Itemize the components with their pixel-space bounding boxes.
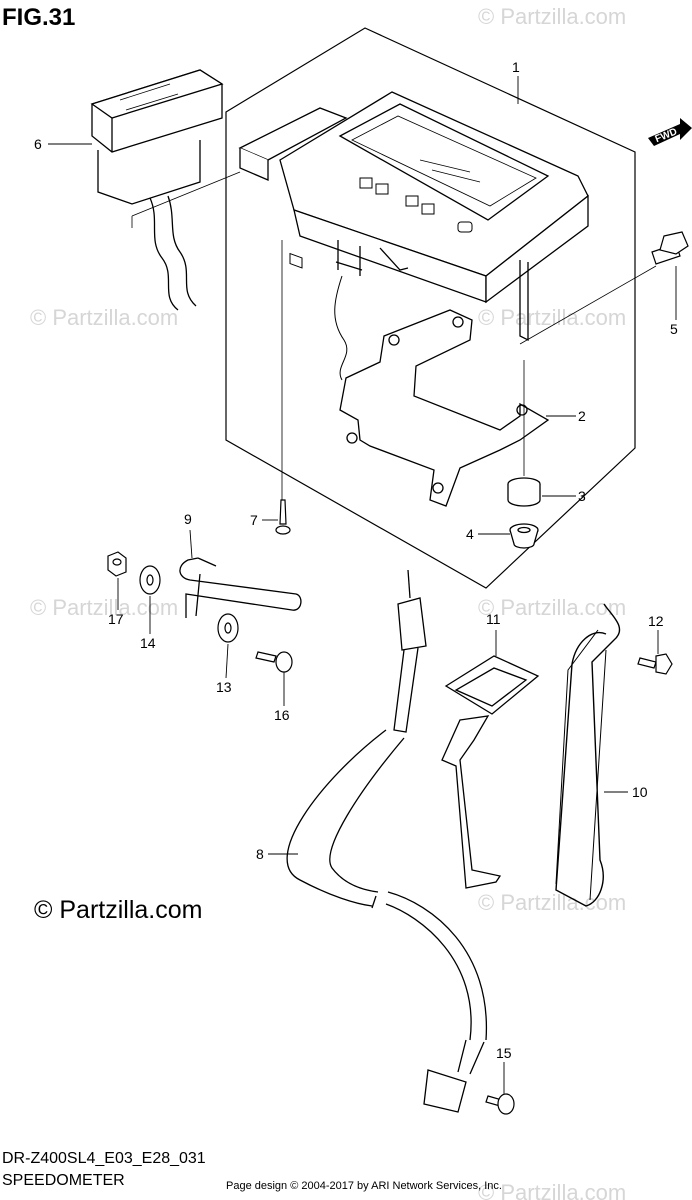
button-icons — [289, 177, 473, 269]
callout-12: 12 — [648, 613, 664, 629]
watermark: © Partzilla.com — [30, 305, 178, 330]
callout-3: 3 — [578, 488, 586, 504]
callout-10: 10 — [632, 784, 648, 800]
page-name: SPEEDOMETER — [2, 1172, 125, 1189]
callout-11: 11 — [486, 611, 501, 627]
grommet-part — [507, 477, 541, 507]
callout-14: 14 — [140, 635, 156, 651]
callout-16: 16 — [274, 707, 290, 723]
watermark: © Partzilla.com — [478, 305, 626, 330]
model-code: DR-Z400SL4_E03_E28_031 — [2, 1150, 206, 1167]
callout-1: 1 — [512, 59, 520, 75]
watermark: © Partzilla.com — [478, 4, 626, 29]
leader-lines — [48, 76, 677, 1094]
callout-6: 6 — [34, 136, 42, 152]
watermark: © Partzilla.com — [30, 595, 178, 620]
bolt-part — [651, 231, 689, 265]
callout-13: 13 — [216, 679, 232, 695]
fwd-label: FWD — [654, 126, 679, 145]
band-inner — [555, 629, 607, 901]
figure-title: FIG.31 — [2, 4, 76, 31]
callout-8: 8 — [256, 846, 264, 862]
callout-9: 9 — [184, 511, 192, 527]
bolt-part — [637, 653, 673, 675]
alignment-lines — [131, 171, 657, 500]
clip-part — [179, 557, 302, 618]
callout-numbers: 1 2 3 4 5 6 7 8 9 10 11 12 13 14 15 16 1… — [34, 59, 678, 1061]
holder-part — [441, 655, 540, 889]
washer-part — [139, 565, 161, 595]
callout-2: 2 — [578, 408, 586, 424]
band-part — [555, 603, 621, 907]
nut-part — [107, 551, 127, 577]
connector-cover-part — [90, 69, 224, 311]
screw-part — [255, 651, 293, 673]
page-design-credit: Page design © 2004-2017 by ARI Network S… — [226, 1180, 502, 1192]
watermarks: © Partzilla.com © Partzilla.com © Partzi… — [30, 4, 626, 1200]
speedometer-unit-part — [238, 91, 589, 381]
washer-part — [217, 613, 239, 643]
watermark: © Partzilla.com — [478, 890, 626, 915]
forward-arrow-icon: FWD — [648, 118, 692, 146]
screw-part — [485, 1093, 515, 1115]
bracket-part — [339, 309, 550, 507]
watermark: © Partzilla.com — [478, 1180, 626, 1200]
callout-5: 5 — [670, 321, 678, 337]
speedometer-cable-part — [286, 569, 487, 1113]
screw-part — [275, 499, 291, 535]
callout-15: 15 — [496, 1045, 512, 1061]
callout-7: 7 — [250, 512, 258, 528]
callout-4: 4 — [466, 526, 474, 542]
callout-17: 17 — [108, 611, 124, 627]
copyright-text: © Partzilla.com — [34, 896, 203, 924]
assembly-boundary — [225, 27, 636, 589]
watermark: © Partzilla.com — [478, 595, 626, 620]
collar-part — [509, 523, 539, 549]
